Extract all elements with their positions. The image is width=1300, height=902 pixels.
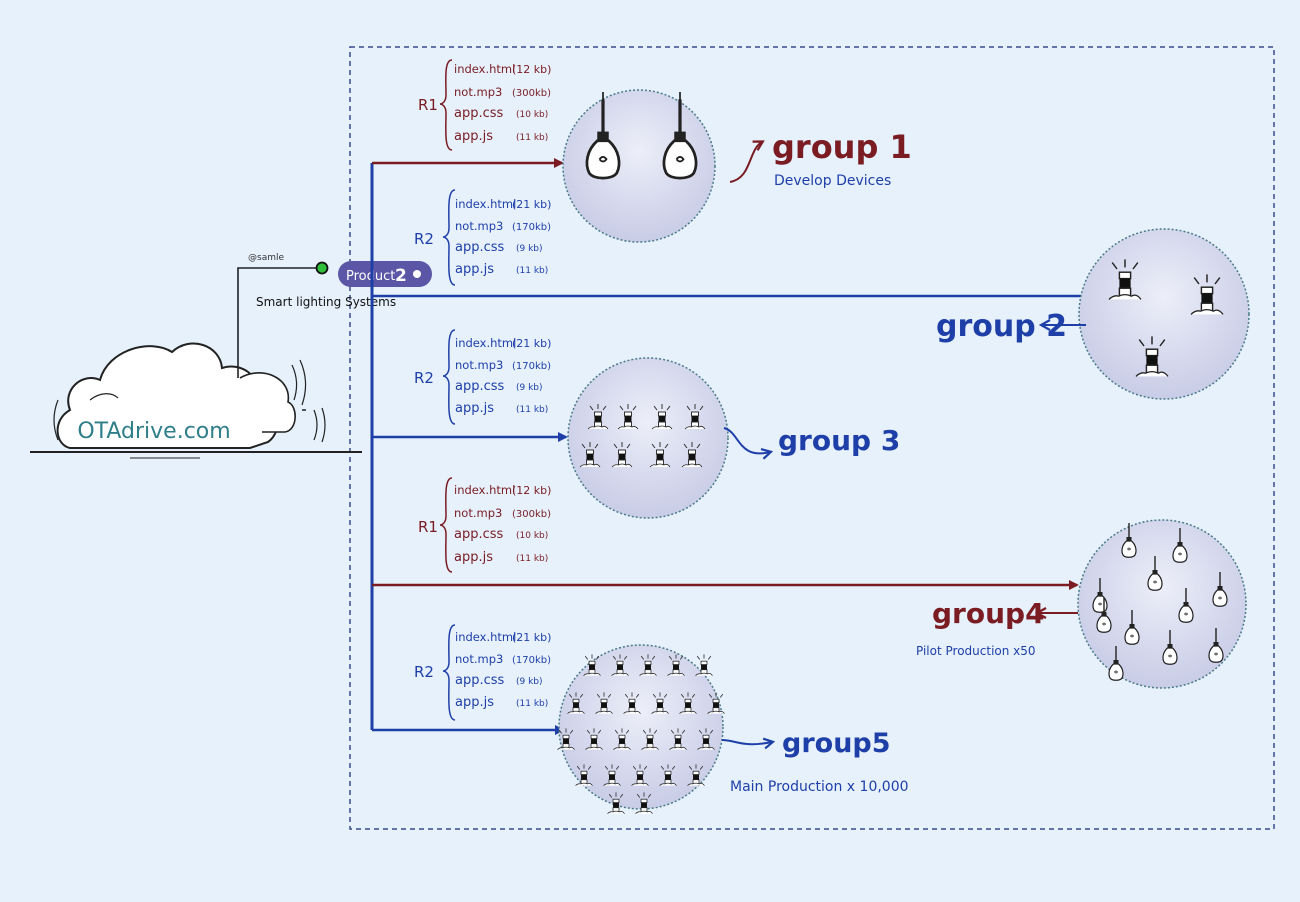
group-5-devices-circle — [557, 644, 725, 815]
group-name: group 3 — [778, 424, 900, 457]
smart-lighting-label: Smart lighting Systems — [256, 295, 396, 309]
file-size: (12 kb) — [512, 63, 551, 76]
file-size: (170kb) — [512, 222, 551, 233]
group-1-label: group 1 Develop Devices — [729, 128, 912, 189]
release-id: R2 — [414, 369, 434, 387]
source-connector: @samle — [237, 253, 329, 378]
file-name: not.mp3 — [455, 358, 503, 372]
file-name: app.js — [454, 129, 493, 144]
file-name: not.mp3 — [454, 506, 502, 520]
file-size: (11 kb) — [516, 266, 548, 276]
file-size: (21 kb) — [512, 198, 551, 211]
file-size: (10 kb) — [516, 110, 548, 120]
file-name: app.css — [455, 673, 505, 688]
product-badge: Product 2 — [338, 261, 432, 287]
file-name: app.js — [454, 550, 493, 565]
device-led-icon — [315, 261, 329, 275]
group-2-devices-circle — [1078, 228, 1250, 400]
release-block-5: R2 index.html (21 kb) not.mp3 (170kb) ap… — [414, 624, 551, 721]
file-size: (9 kb) — [516, 244, 543, 254]
file-name: index.html — [455, 197, 516, 211]
group-name: group4 — [932, 597, 1045, 630]
group-5-label: group5 Main Production x 10,000 — [721, 728, 909, 795]
cloud-icon — [53, 342, 326, 449]
file-name: not.mp3 — [454, 85, 502, 99]
file-name: index.html — [455, 336, 516, 350]
group-1-devices-circle — [562, 89, 716, 243]
release-id: R1 — [418, 96, 438, 114]
file-size: (11 kb) — [516, 554, 548, 564]
file-name: index.html — [455, 630, 516, 644]
file-size: (170kb) — [512, 655, 551, 666]
group-3-devices-circle — [567, 357, 729, 519]
file-size: (21 kb) — [512, 337, 551, 350]
file-size: (170kb) — [512, 361, 551, 372]
group-caption: Pilot Production x50 — [916, 644, 1036, 658]
deployment-frame — [349, 46, 1275, 830]
otadrive-logo-text: OTAdrive.com — [77, 419, 230, 444]
file-size: (11 kb) — [516, 699, 548, 709]
group-3-label: group 3 — [723, 424, 900, 457]
file-size: (9 kb) — [516, 677, 543, 687]
curved-arrow-icon — [729, 142, 762, 183]
file-size: (10 kb) — [516, 531, 548, 541]
file-name: app.js — [455, 262, 494, 277]
group-caption: Develop Devices — [774, 173, 891, 189]
ota-cloud-source: OTAdrive.com Smart lighting Systems — [30, 295, 396, 459]
file-name: app.js — [455, 695, 494, 710]
group-caption: Main Production x 10,000 — [730, 779, 909, 795]
file-size: (300kb) — [512, 88, 551, 99]
release-id: R2 — [414, 663, 434, 681]
file-name: app.css — [454, 106, 504, 121]
curved-arrow-icon — [721, 740, 772, 744]
file-size: (9 kb) — [516, 383, 543, 393]
file-name: app.css — [455, 240, 505, 255]
group-name: group5 — [782, 728, 891, 759]
file-size: (11 kb) — [516, 133, 548, 143]
product-number: 2 — [395, 266, 407, 286]
release-block-4: R1 index.html (12 kb) not.mp3 (300kb) ap… — [418, 477, 551, 573]
file-name: app.css — [454, 527, 504, 542]
file-name: not.mp3 — [455, 219, 503, 233]
release-block-2: R2 index.html (21 kb) not.mp3 (170kb) ap… — [414, 189, 551, 286]
file-name: index.html — [454, 483, 515, 497]
release-id: R1 — [418, 518, 438, 536]
product-dot-icon — [413, 270, 421, 278]
release-block-1: R1 index.html (12 kb) not.mp3 (300kb) ap… — [418, 59, 551, 151]
file-size: (21 kb) — [512, 631, 551, 644]
group-2-label: group 2 — [936, 309, 1086, 344]
file-name: app.js — [455, 401, 494, 416]
file-name: app.css — [455, 379, 505, 394]
connector-label: @samle — [248, 253, 284, 263]
release-block-3: R2 index.html (21 kb) not.mp3 (170kb) ap… — [414, 329, 551, 425]
group-4-devices-circle — [1077, 519, 1247, 689]
file-name: index.html — [454, 62, 515, 76]
curved-arrow-icon — [723, 427, 770, 453]
group-name: group 2 — [936, 309, 1067, 344]
file-size: (300kb) — [512, 509, 551, 520]
file-size: (12 kb) — [512, 484, 551, 497]
group-4-label: group4 Pilot Production x50 — [916, 597, 1078, 658]
file-name: not.mp3 — [455, 652, 503, 666]
release-id: R2 — [414, 230, 434, 248]
group-name: group 1 — [772, 128, 912, 166]
file-size: (11 kb) — [516, 405, 548, 415]
